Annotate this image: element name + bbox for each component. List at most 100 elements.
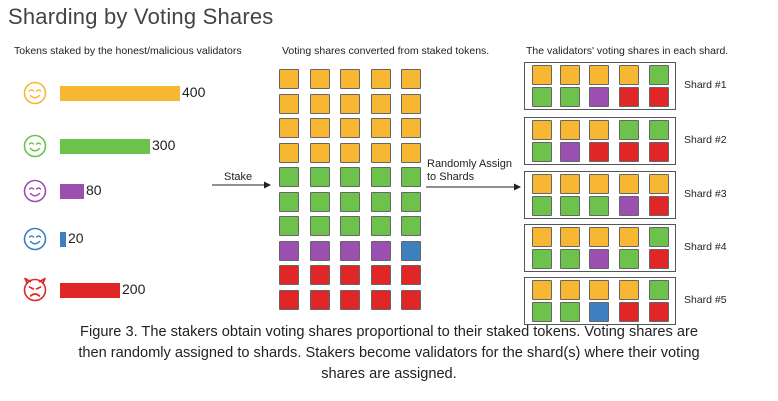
- voting-share: [340, 265, 360, 285]
- shard-share: [532, 302, 552, 322]
- voting-share: [340, 240, 360, 261]
- shard-share: [619, 302, 639, 322]
- voting-share: [401, 167, 421, 187]
- shard-share: [649, 120, 669, 140]
- shard-share: [619, 120, 639, 140]
- voting-share: [401, 265, 421, 285]
- stake-value: 20: [68, 230, 84, 246]
- voting-share: [370, 240, 391, 261]
- voting-share: [279, 118, 299, 138]
- shard-share: [589, 280, 609, 300]
- voting-share: [309, 240, 330, 261]
- validator-row: 80: [0, 176, 260, 216]
- voting-share: [401, 216, 421, 236]
- smiley-face-icon: [22, 133, 48, 159]
- validator-row: 400: [0, 78, 260, 118]
- caption-line-1: Figure 3. The stakers obtain voting shar…: [80, 324, 698, 340]
- voting-share: [401, 289, 421, 310]
- voting-share: [309, 191, 330, 212]
- shard-label: Shard #5: [684, 294, 727, 306]
- shard-share: [532, 196, 552, 216]
- shard-share: [560, 65, 580, 85]
- voting-share: [401, 142, 421, 163]
- stake-value: 80: [86, 182, 102, 198]
- stake-value: 200: [122, 281, 146, 297]
- assign-label-line1: Randomly Assign: [427, 158, 512, 170]
- voting-share: [370, 216, 391, 236]
- shard-share: [589, 120, 609, 140]
- shard-share: [589, 87, 609, 107]
- voting-share: [340, 191, 360, 212]
- shard-share: [649, 65, 669, 85]
- stake-value: 300: [152, 137, 176, 153]
- voting-share: [370, 93, 391, 114]
- voting-share: [401, 93, 421, 114]
- shard-share: [649, 142, 669, 162]
- voting-share: [401, 69, 421, 89]
- caption-line-3: shares are assigned.: [321, 366, 457, 382]
- shard-share: [532, 249, 552, 269]
- smiley-face-icon: [22, 80, 48, 106]
- voting-share: [340, 69, 360, 89]
- voting-share: [370, 69, 391, 89]
- voting-share: [279, 93, 299, 114]
- shard-share: [560, 280, 580, 300]
- voting-share: [309, 93, 330, 114]
- shard-share: [532, 142, 552, 162]
- shard-share: [560, 87, 580, 107]
- stake-arrow: [212, 181, 271, 189]
- voting-share: [401, 240, 421, 261]
- shard-share: [589, 249, 609, 269]
- stake-bar: [60, 283, 120, 298]
- shard-share: [649, 174, 669, 194]
- smiley-face-icon: [22, 178, 48, 204]
- voting-share: [340, 289, 360, 310]
- voting-share: [279, 142, 299, 163]
- shard-share: [560, 142, 580, 162]
- shard-share: [532, 65, 552, 85]
- stake-bar: [60, 86, 180, 101]
- stake-value: 400: [182, 84, 206, 100]
- validator-row: 200: [0, 275, 260, 315]
- voting-share: [309, 216, 330, 236]
- voting-share: [401, 191, 421, 212]
- assign-label-line2: to Shards: [427, 171, 475, 183]
- devil-face-icon: [22, 277, 48, 303]
- voting-share: [370, 289, 391, 310]
- shard-share: [589, 65, 609, 85]
- shard-share: [560, 174, 580, 194]
- shard-share: [649, 227, 669, 247]
- voting-share: [370, 167, 391, 187]
- shard-share: [589, 227, 609, 247]
- shard-label: Shard #1: [684, 79, 727, 91]
- voting-share: [370, 142, 391, 163]
- shards-heading: The validators' voting shares in each sh…: [526, 45, 729, 57]
- shard-share: [619, 87, 639, 107]
- voting-share: [279, 167, 299, 187]
- tokens-heading: Tokens staked by the honest/malicious va…: [14, 45, 242, 57]
- voting-share: [309, 142, 330, 163]
- shard-share: [649, 280, 669, 300]
- shard-share: [560, 196, 580, 216]
- voting-share: [340, 93, 360, 114]
- shard-share: [619, 280, 639, 300]
- voting-share: [309, 167, 330, 187]
- shard-share: [619, 249, 639, 269]
- shard-share: [649, 87, 669, 107]
- shard-share: [619, 142, 639, 162]
- caption-line-2: then randomly assigned to shards. Staker…: [78, 345, 700, 361]
- voting-share: [309, 265, 330, 285]
- shard-share: [589, 142, 609, 162]
- shard-share: [532, 227, 552, 247]
- validator-row: 20: [0, 224, 260, 264]
- stake-bar: [60, 184, 84, 199]
- shard-share: [560, 227, 580, 247]
- shard-share: [619, 196, 639, 216]
- voting-share: [340, 167, 360, 187]
- voting-share: [279, 69, 299, 89]
- voting-share: [279, 265, 299, 285]
- voting-share: [279, 216, 299, 236]
- shard-share: [532, 120, 552, 140]
- shares-heading: Voting shares converted from staked toke…: [282, 45, 490, 57]
